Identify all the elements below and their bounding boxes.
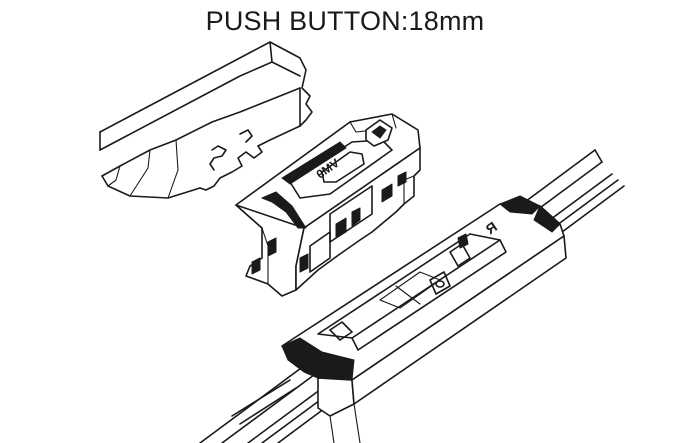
figure-title: PUSH BUTTON:18mm xyxy=(205,6,485,36)
adapter-block xyxy=(235,113,421,297)
wiper-blade xyxy=(199,149,625,443)
wiper-arm xyxy=(99,41,313,199)
